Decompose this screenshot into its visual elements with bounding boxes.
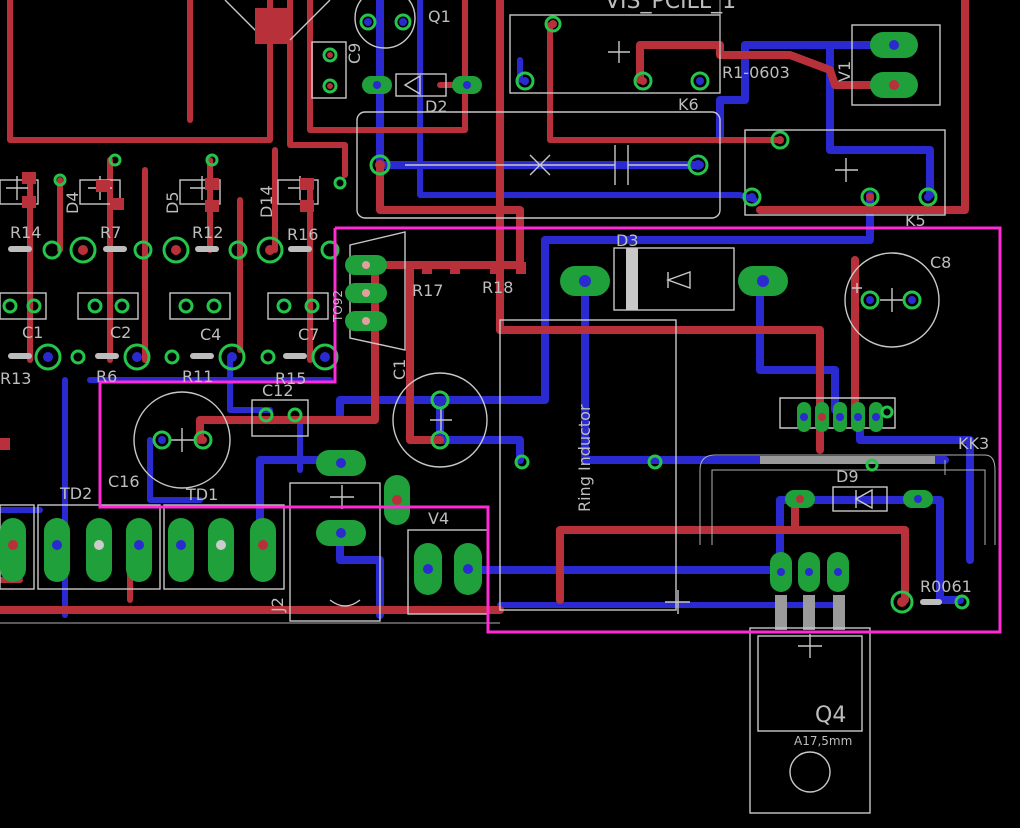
- component-labels: VIS_PCILL_1 Q1 C9 D2 R1-0603 K6 V1 K5 D4…: [0, 0, 989, 748]
- label-c2: C2: [110, 323, 131, 342]
- label-k6: K6: [678, 95, 699, 114]
- silkscreen-layer: [0, 0, 996, 814]
- label-td2: TD2: [59, 484, 92, 503]
- label-r17: R17: [412, 281, 443, 300]
- label-ring-inductor: Ring Inductor: [575, 404, 594, 512]
- label-r18: R18: [482, 278, 513, 297]
- board-title: VIS_PCILL_1: [605, 0, 736, 14]
- label-td1: TD1: [185, 485, 218, 504]
- label-r13: R13: [0, 369, 31, 388]
- label-r0061: R0061: [920, 577, 972, 596]
- label-c4: C4: [200, 325, 221, 344]
- pads-layer: [0, 13, 970, 614]
- label-r15: R15: [275, 369, 306, 388]
- selection-outline[interactable]: [98, 226, 1002, 634]
- label-c8: C8: [930, 253, 951, 272]
- label-r14: R14: [10, 223, 41, 242]
- top-copper-layer: [0, 0, 969, 614]
- label-kk3: KK3: [958, 434, 989, 453]
- label-d9: D9: [836, 467, 859, 486]
- label-q1: Q1: [428, 7, 451, 26]
- label-d5: D5: [163, 192, 182, 215]
- label-d2: D2: [425, 97, 448, 116]
- label-j2: J2: [268, 597, 287, 613]
- label-c9: C9: [345, 43, 364, 64]
- label-r12: R12: [192, 223, 223, 242]
- label-c16: C16: [108, 472, 140, 491]
- label-c12: C12: [262, 381, 294, 400]
- label-k5: K5: [905, 211, 926, 230]
- label-q4: Q4: [815, 703, 846, 728]
- label-r11: R11: [182, 367, 213, 386]
- label-to92: TO92: [331, 290, 345, 323]
- label-d3: D3: [616, 231, 639, 250]
- label-c1-electrolytic: C1: [390, 359, 409, 380]
- label-c7: C7: [298, 325, 319, 344]
- label-r6: R6: [96, 367, 117, 386]
- label-a175: A17,5mm: [794, 734, 852, 748]
- label-r7: R7: [100, 223, 121, 242]
- label-v4: V4: [428, 509, 449, 528]
- label-d14: D14: [257, 185, 276, 218]
- label-c1-small: C1: [22, 323, 43, 342]
- label-v1: V1: [835, 61, 854, 82]
- label-r16: R16: [287, 225, 318, 244]
- label-r1: R1-0603: [722, 63, 790, 82]
- label-d4: D4: [63, 192, 82, 215]
